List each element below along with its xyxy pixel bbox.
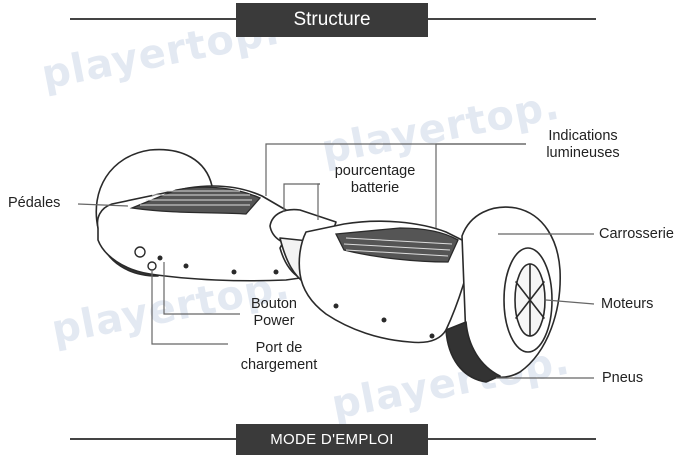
mode-emploi-banner: MODE D'EMPLOI xyxy=(236,424,428,455)
leader-pedales xyxy=(77,203,129,207)
label-indications: Indications lumineuses xyxy=(528,128,638,162)
label-indications-line2: lumineuses xyxy=(546,145,620,161)
label-bouton-line1: Bouton xyxy=(251,296,297,312)
label-pneus: Pneus xyxy=(602,370,644,386)
leader-port xyxy=(151,270,228,345)
label-bouton: Bouton Power xyxy=(238,296,310,330)
label-pourcentage-line2: batterie xyxy=(350,180,400,196)
label-pourcentage-line1: pourcentage xyxy=(334,163,416,179)
label-indications-line1: Indications xyxy=(548,128,618,144)
leader-moteurs xyxy=(545,299,595,305)
left-pedal xyxy=(129,186,262,215)
right-tire xyxy=(445,321,501,383)
leader-bouton xyxy=(163,262,240,315)
label-pourcentage: pourcentage batterie xyxy=(320,163,430,197)
label-port-line1: Port de xyxy=(255,340,303,356)
power-button xyxy=(134,246,146,258)
structure-banner: Structure xyxy=(236,3,428,37)
label-port-line2: chargement xyxy=(240,357,318,373)
label-carrosserie: Carrosserie xyxy=(599,226,674,242)
label-moteurs: Moteurs xyxy=(601,296,654,312)
label-bouton-line2: Power xyxy=(253,313,295,329)
label-pedales: Pédales xyxy=(8,195,61,211)
right-pedal xyxy=(334,227,459,263)
leader-pourcentage xyxy=(283,183,320,212)
label-port: Port de chargement xyxy=(226,340,332,374)
